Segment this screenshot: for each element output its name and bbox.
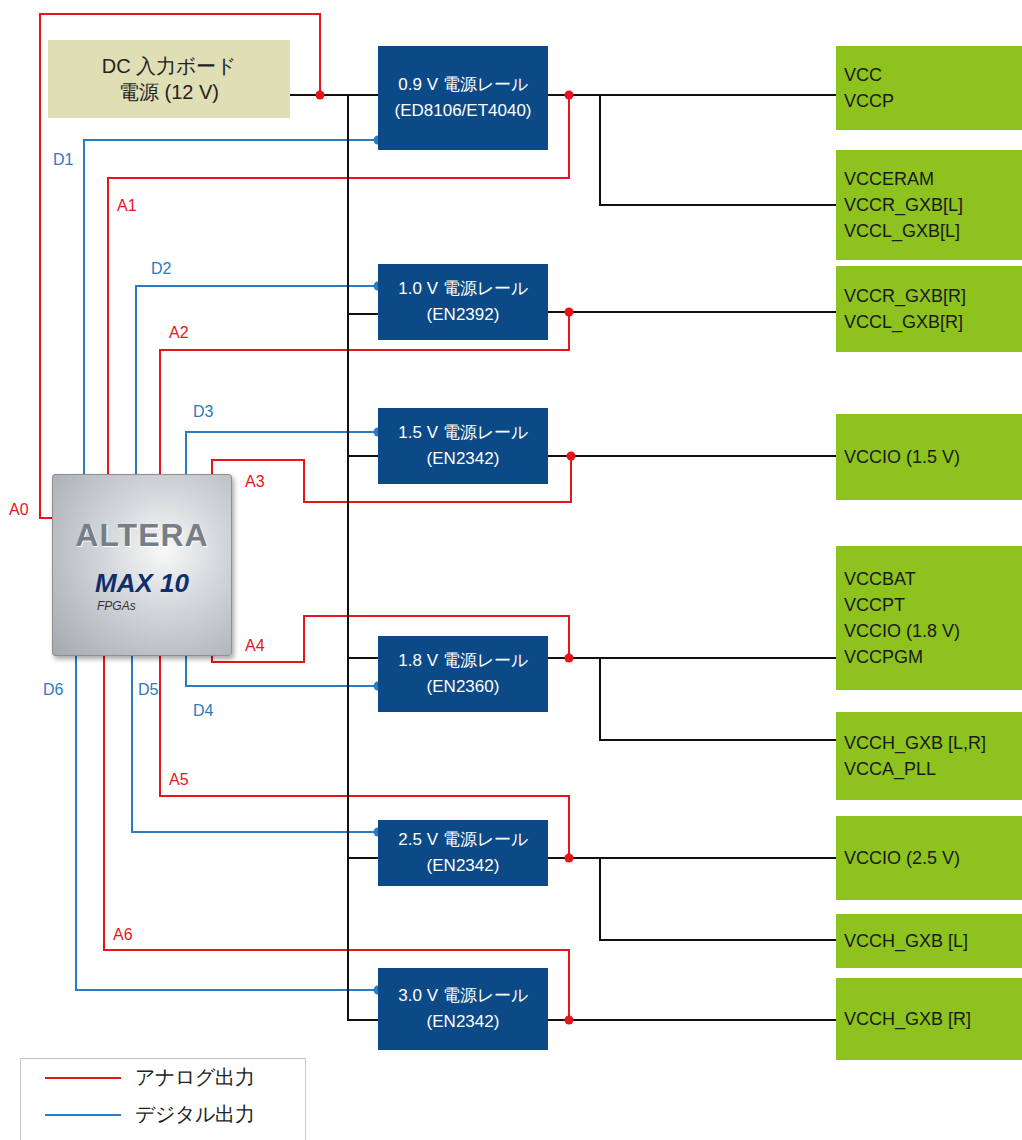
wire	[186, 656, 378, 686]
supply-pin-box: VCCERAMVCCR_GXB[L]VCCL_GXB[L]	[836, 150, 1022, 260]
edge-label: D2	[150, 259, 172, 278]
node-text: 1.0 V 電源レール (EN2392)	[384, 276, 542, 329]
power-input-box: DC 入力ボード 電源 (12 V)	[48, 40, 290, 118]
legend-row: アナログ出力	[21, 1059, 305, 1096]
edge-label: A4	[244, 636, 266, 655]
node-text: VCCR_GXB[R]	[844, 283, 966, 309]
node-text: VCCP	[844, 88, 894, 114]
wire	[548, 658, 836, 740]
node-text: VCCIO (1.8 V)	[844, 618, 960, 644]
node-text: VCCIO (2.5 V)	[844, 845, 960, 871]
edge-label: D4	[192, 701, 214, 720]
node-text: DC 入力ボード 電源 (12 V)	[94, 53, 244, 105]
wire	[40, 14, 320, 518]
wire	[290, 95, 378, 658]
supply-pin-box: VCCH_GXB [L,R]VCCA_PLL	[836, 712, 1022, 800]
edge-label: A6	[112, 925, 134, 944]
edge-label: D3	[192, 402, 214, 421]
edge-label: A5	[168, 770, 190, 789]
supply-pin-box: VCCH_GXB [L]	[836, 914, 1022, 968]
supply-pin-box: VCCBATVCCPTVCCIO (1.8 V)VCCPGM	[836, 546, 1022, 690]
wire	[84, 140, 378, 474]
power-rail-box: 1.0 V 電源レール (EN2392)	[378, 264, 548, 340]
edge-label: A1	[116, 196, 138, 215]
supply-pin-box: VCCH_GXB [R]	[836, 978, 1022, 1060]
wire	[548, 858, 836, 940]
wire	[290, 95, 378, 858]
legend-box: アナログ出力デジタル出力	[20, 1058, 306, 1140]
wire	[548, 455, 836, 457]
power-rail-box: 3.0 V 電源レール (EN2342)	[378, 968, 548, 1050]
node-text: 3.0 V 電源レール (EN2342)	[384, 983, 542, 1036]
power-rail-box: 0.9 V 電源レール (ED8106/ET4040)	[378, 46, 548, 150]
junction-dot	[316, 91, 325, 100]
wire	[76, 656, 378, 990]
supply-pin-box: VCCVCCP	[836, 46, 1022, 130]
supply-pin-box: VCCIO (1.5 V)	[836, 414, 1022, 500]
node-text: VCCH_GXB [L,R]	[844, 730, 986, 756]
node-text: VCCH_GXB [R]	[844, 1006, 971, 1032]
node-text: VCCBAT	[844, 566, 916, 592]
node-text: VCCH_GXB [L]	[844, 928, 968, 954]
legend-line	[45, 1114, 121, 1116]
edge-label: D1	[52, 150, 74, 169]
power-rail-box: 1.5 V 電源レール (EN2342)	[378, 408, 548, 484]
supply-pin-box: VCCIO (2.5 V)	[836, 816, 1022, 900]
edge-label: A3	[244, 472, 266, 491]
node-text: VCCL_GXB[R]	[844, 309, 963, 335]
node-text: ALTERA	[75, 517, 208, 554]
wire	[548, 1019, 836, 1021]
node-text: VCCPT	[844, 592, 905, 618]
edge-label: D6	[42, 680, 64, 699]
node-text: VCCA_PLL	[844, 756, 936, 782]
legend-line	[45, 1077, 121, 1079]
legend-text: アナログ出力	[135, 1064, 255, 1091]
edge-label: A2	[168, 323, 190, 342]
node-text: 2.5 V 電源レール (EN2342)	[384, 827, 542, 880]
wire	[186, 432, 378, 474]
wire	[290, 95, 378, 456]
junction-dot	[565, 308, 574, 317]
wire	[548, 95, 836, 205]
node-text: 0.9 V 電源レール (ED8106/ET4040)	[384, 72, 542, 125]
node-text: VCCR_GXB[L]	[844, 192, 963, 218]
edge-label: D5	[137, 680, 159, 699]
wire	[136, 286, 378, 474]
node-text: 1.8 V 電源レール (EN2360)	[384, 648, 542, 701]
node-text: VCCL_GXB[L]	[844, 218, 960, 244]
legend-text: デジタル出力	[135, 1101, 255, 1128]
node-text: 1.5 V 電源レール (EN2342)	[384, 420, 542, 473]
wire	[132, 656, 378, 832]
junction-dot	[567, 452, 576, 461]
supply-pin-box: VCCR_GXB[R]VCCL_GXB[R]	[836, 266, 1022, 352]
legend-line-sample	[45, 1073, 121, 1083]
junction-dot	[565, 1016, 574, 1025]
node-text: FPGAs	[97, 599, 136, 613]
power-rail-box: 1.8 V 電源レール (EN2360)	[378, 636, 548, 712]
junction-dot	[565, 654, 574, 663]
fpga-chip: ALTERA MAX 10FPGAs	[52, 474, 232, 656]
edge-label: A0	[8, 500, 30, 519]
wire	[548, 311, 836, 313]
node-text: MAX 10	[95, 568, 189, 599]
wire	[290, 95, 378, 1020]
node-text: VCCERAM	[844, 166, 934, 192]
power-rail-box: 2.5 V 電源レール (EN2342)	[378, 820, 548, 886]
node-text: VCCIO (1.5 V)	[844, 444, 960, 470]
junction-dot	[565, 91, 574, 100]
wire	[290, 95, 378, 314]
node-text: VCCPGM	[844, 644, 923, 670]
legend-row: デジタル出力	[21, 1096, 305, 1133]
node-text: VCC	[844, 62, 882, 88]
junction-dot	[565, 854, 574, 863]
legend-line-sample	[45, 1110, 121, 1120]
